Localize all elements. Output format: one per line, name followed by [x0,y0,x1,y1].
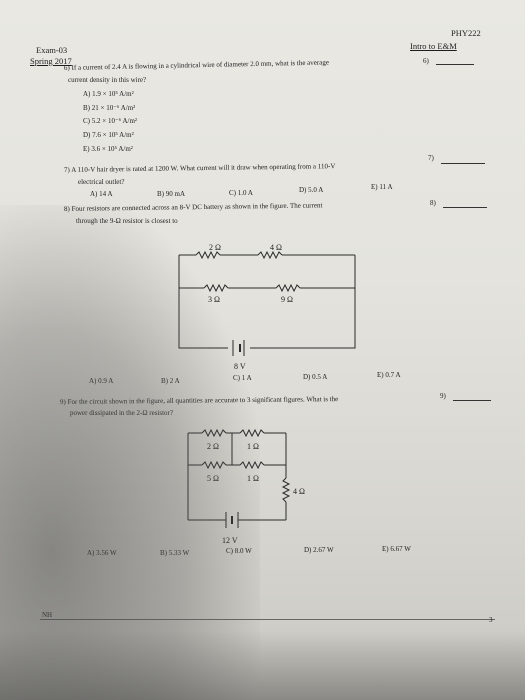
q9-answer-label: 9) [440,392,446,400]
q8-resistor-4ohm-label: 4 Ω [270,243,282,252]
course-code: PHY222 [451,28,481,38]
q9-choice-d: D) 2.67 W [304,546,334,554]
q7-choice-b: B) 90 mA [157,190,185,198]
q6-choice-d: D) 7.6 × 10⁵ A/m² [83,131,134,139]
q7-choice-d: D) 5.0 A [299,186,324,194]
q8-choice-d: D) 0.5 A [303,373,328,381]
page-number: 3 [489,616,493,624]
q9-choice-e: E) 6.67 W [382,545,411,553]
photo-bottom-shade [0,630,525,700]
q6-choice-b: B) 21 × 10⁻⁶ A/m² [83,104,136,112]
q7-choice-a: A) 14 A [90,190,113,198]
q6-answer-blank[interactable] [436,64,474,65]
q9-choice-c: C) 8.0 W [226,547,252,555]
q8-answer-label: 8) [430,199,436,207]
course-title: Intro to E&M [410,41,457,51]
q7-text-2: electrical outlet? [78,178,125,186]
q6-choice-a: A) 1.9 × 10⁵ A/m² [83,90,134,98]
q7-answer-label: 7) [428,154,434,162]
q9-resistor-5ohm-label: 5 Ω [207,474,219,483]
q9-resistor-2ohm-label: 2 Ω [207,442,219,451]
q6-choice-c: C) 5.2 × 10⁻⁶ A/m² [83,117,137,125]
q9-resistor-1ohm-top-label: 1 Ω [247,442,259,451]
q9-answer-blank[interactable] [453,400,491,401]
q8-resistor-9ohm-label: 9 Ω [281,295,293,304]
footer-initials: NH [42,611,53,619]
q7-choice-e: E) 11 A [371,183,393,191]
exam-label: Exam-03 [36,45,68,55]
q8-choice-e: E) 0.7 A [377,371,401,379]
footer-rule [40,619,495,620]
q7-choice-c: C) 1.0 A [229,189,253,197]
q9-resistor-1ohm-mid-label: 1 Ω [247,474,259,483]
q9-resistor-4ohm-label: 4 Ω [293,487,305,496]
q8-answer-blank[interactable] [443,207,487,208]
q9-battery-label: 12 V [222,536,238,545]
q6-text-2: current density in this wire? [68,76,147,84]
q9-choice-b: B) 5.33 W [160,549,190,557]
term-label: Spring 2017 [30,56,72,66]
q6-answer-label: 6) [423,57,429,65]
q9-choice-a: A) 3.56 W [87,549,117,557]
q7-answer-blank[interactable] [441,163,485,164]
q6-choice-e: E) 3.6 × 10⁵ A/m² [83,145,133,153]
